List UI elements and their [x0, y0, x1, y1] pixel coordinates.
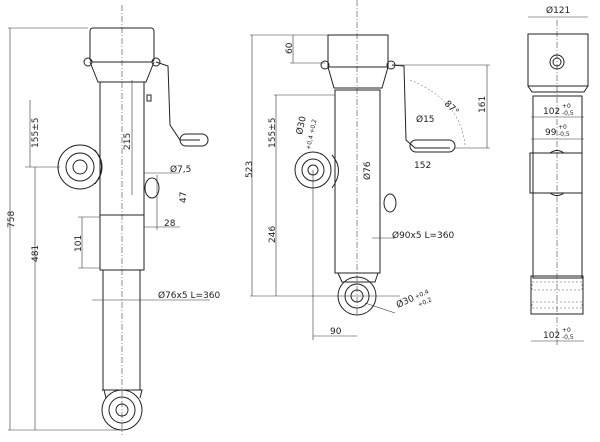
dim-215: 215 [123, 133, 133, 150]
dim-102-bottom-tol-lower: -0,5 [562, 334, 574, 341]
dim-155: 155±5 [31, 118, 41, 148]
right-view [527, 16, 589, 345]
dim-76: Ø76 [362, 161, 373, 180]
right-dimensions: Ø121 102 +0 -0,5 99 +0 -0,5 102 +0 -0,5 [543, 5, 574, 341]
dim-246: 246 [268, 226, 278, 243]
dim-tube: Ø76x5 L=360 [158, 290, 220, 301]
dim-102-top-tol-upper: +0 [562, 103, 571, 110]
dim-102-top-tol-lower: -0,5 [562, 110, 574, 117]
dim-155: 155±5 [268, 118, 278, 148]
left-dimensions: 155±5 758 481 215 101 Ø7,5 47 28 Ø76x5 L… [7, 118, 220, 301]
middle-view [250, 0, 490, 340]
dim-99-tol-upper: +0 [558, 124, 567, 131]
dim-101: 101 [74, 235, 84, 252]
dim-15: Ø15 [416, 114, 435, 125]
dim-47: 47 [179, 192, 189, 203]
dim-758: 758 [7, 211, 17, 228]
dim-99: 99 [545, 128, 557, 138]
dim-90: 90 [330, 327, 342, 337]
dim-161: 161 [478, 96, 488, 113]
dim-481: 481 [31, 245, 41, 262]
dim-102-top: 102 [543, 107, 560, 117]
dim-pin-diameter: Ø7,5 [170, 164, 191, 175]
dim-eye-top: Ø30 [294, 115, 309, 136]
dim-523: 523 [245, 161, 255, 178]
dim-99-tol-lower: -0,5 [558, 131, 570, 138]
dim-28: 28 [164, 219, 176, 229]
dim-60: 60 [285, 42, 295, 54]
middle-dimensions: 60 523 155±5 Ø30 +0,4 +0,2 Ø76 246 Ø90x5… [245, 42, 488, 337]
dim-121: Ø121 [546, 5, 570, 16]
dim-152: 152 [414, 161, 431, 171]
dim-102-bottom-tol-upper: +0 [562, 327, 571, 334]
dim-eye-bottom: Ø30 [395, 293, 417, 311]
left-view [8, 5, 210, 435]
dim-102-bottom: 102 [543, 331, 560, 341]
dim-tube: Ø90x5 L=360 [392, 230, 454, 241]
